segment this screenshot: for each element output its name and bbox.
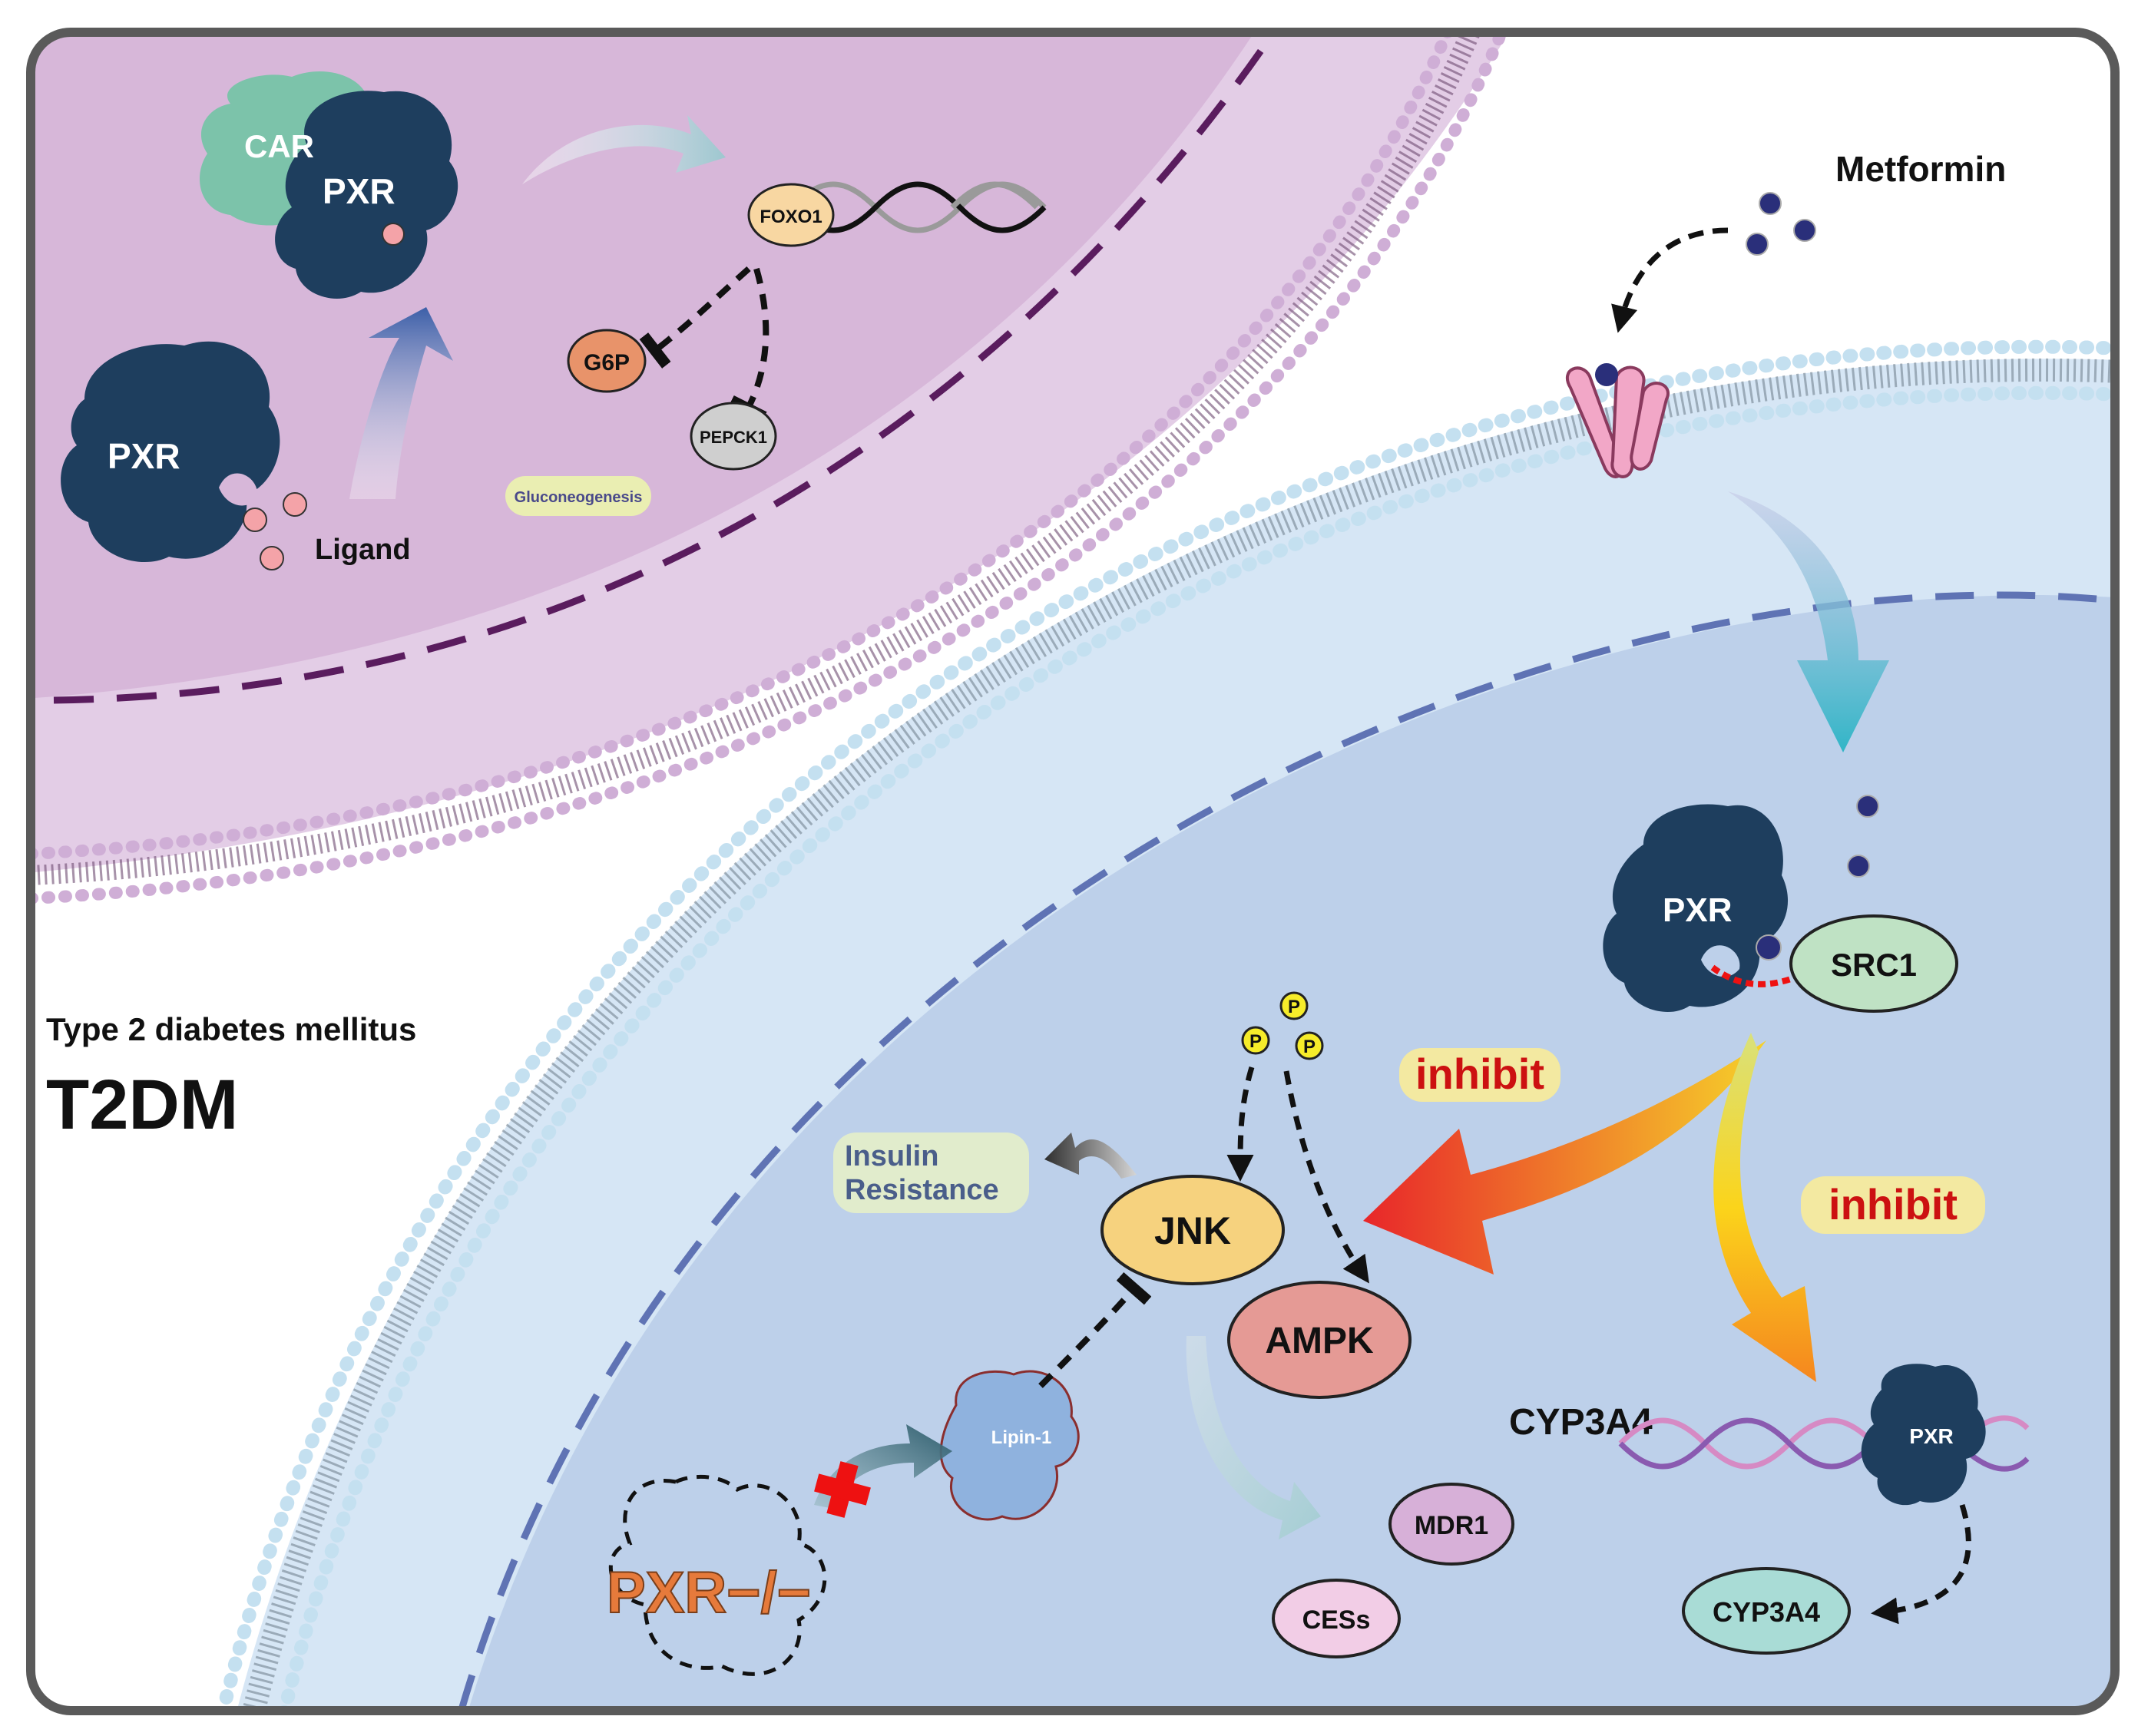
pxr-cyp3a4-expression-arrow [1871,1503,1971,1625]
src1-label: SRC1 [1831,947,1917,983]
inhibit-jnk-ampk-arrow [1363,1040,1766,1275]
phospho-label: P [1249,1031,1262,1052]
pxr-protein-icon [61,341,280,563]
resistance-label: Resistance [845,1174,999,1206]
foxo1-inhibits-g6p [639,266,751,369]
pepck1-label: PEPCK1 [700,428,767,447]
phosphate-icon [1241,991,1324,1060]
g6p-node [567,329,647,393]
car-label: CAR [244,128,314,164]
ampk-node [1227,1281,1412,1399]
right-cell-membrane-outer [216,339,2115,1711]
foxo1-label: FOXO1 [760,207,822,227]
left-cell-membrane [31,32,1484,885]
pxr-knockout-label: PXR−/− [607,1560,811,1625]
inhibit-label-2: inhibit [1829,1180,1958,1228]
inhibit-badge-1 [1399,1048,1560,1102]
pxr-dna-label: PXR [1909,1424,1954,1448]
right-cell-membrane [242,358,2115,1711]
gluconeogenesis-badge [505,476,651,516]
cess-node [1272,1579,1401,1658]
metformin-label: Metformin [1835,149,2006,189]
g6p-label: G6P [584,350,630,375]
metformin-dot [1847,855,1870,878]
lipin1-label: Lipin-1 [991,1427,1052,1448]
lipin1-protein-icon [939,1370,1080,1521]
inhibit-label-1: inhibit [1415,1050,1544,1098]
inhibit-badge-2 [1801,1176,1985,1234]
metformin-uptake-arrow [1611,227,1729,333]
dna-helix-icon [789,181,1047,233]
car-pxr-complex-icon [200,71,458,299]
src1-node [1789,914,1958,1013]
pxr-knockout-dashed-outline [608,1474,827,1676]
mdr1-label: MDR1 [1415,1511,1488,1540]
ligand-label: Ligand [315,534,411,566]
red-cross-icon [814,1461,871,1518]
t2dm-full-label: Type 2 diabetes mellitus [46,1011,416,1047]
lipin1-inhibits-jnk [1038,1271,1152,1388]
metformin-intracellular-arrow [1728,491,1889,752]
pxr-ko-lipin1-arrow [814,1424,952,1509]
downstream-pale-arrow [1186,1336,1321,1539]
phospho-label: P [1303,1037,1316,1057]
mdr1-node [1388,1483,1514,1566]
pxr-src1-protein-icon [1603,804,1789,1013]
metformin-bound-dot [1756,934,1782,961]
phospho-ampk-arrow [1283,1070,1369,1284]
ligand-dots-icon [243,492,307,570]
pxr-top-label: PXR [323,171,395,211]
foxo1-node [747,183,835,247]
t2dm-abbr-label: T2DM [46,1066,238,1144]
inhibit-cyp3a4-arrow [1713,1033,1816,1382]
ampk-label: AMPK [1265,1321,1374,1361]
phospho-label: P [1288,997,1300,1017]
pepck1-node [690,402,777,471]
jnk-node [1100,1175,1285,1285]
transporter-channel-icon [1565,363,1670,478]
phospho-jnk-arrow [1226,1066,1255,1182]
left-cell-membrane-outer [31,32,1511,904]
insulin-resistance-badge [833,1133,1029,1213]
cyp3a4-protein-node [1682,1567,1851,1655]
gluconeogenesis-label: Gluconeogenesis [515,489,643,506]
cyp3a4-protein-label: CYP3A4 [1713,1596,1820,1628]
left-nuclear-envelope [53,32,1278,704]
pxr-dna-protein-icon [1861,1364,1986,1506]
pxr-src-label: PXR [1663,891,1732,929]
jnk-label: JNK [1154,1209,1231,1252]
pxr-ligand-label: PXR [108,436,180,476]
metformin-dots-icon [1746,192,1816,256]
cess-label: CESs [1302,1605,1371,1635]
transcription-arrow [522,115,726,184]
jnk-insulin-resistance-arrow [1044,1133,1137,1179]
activation-arrow-up [349,307,453,499]
insulin-label: Insulin [845,1140,938,1172]
figure-frame [26,28,2120,1715]
metformin-dot [1856,795,1879,818]
pxr-src1-disrupted-link [1710,964,1802,987]
